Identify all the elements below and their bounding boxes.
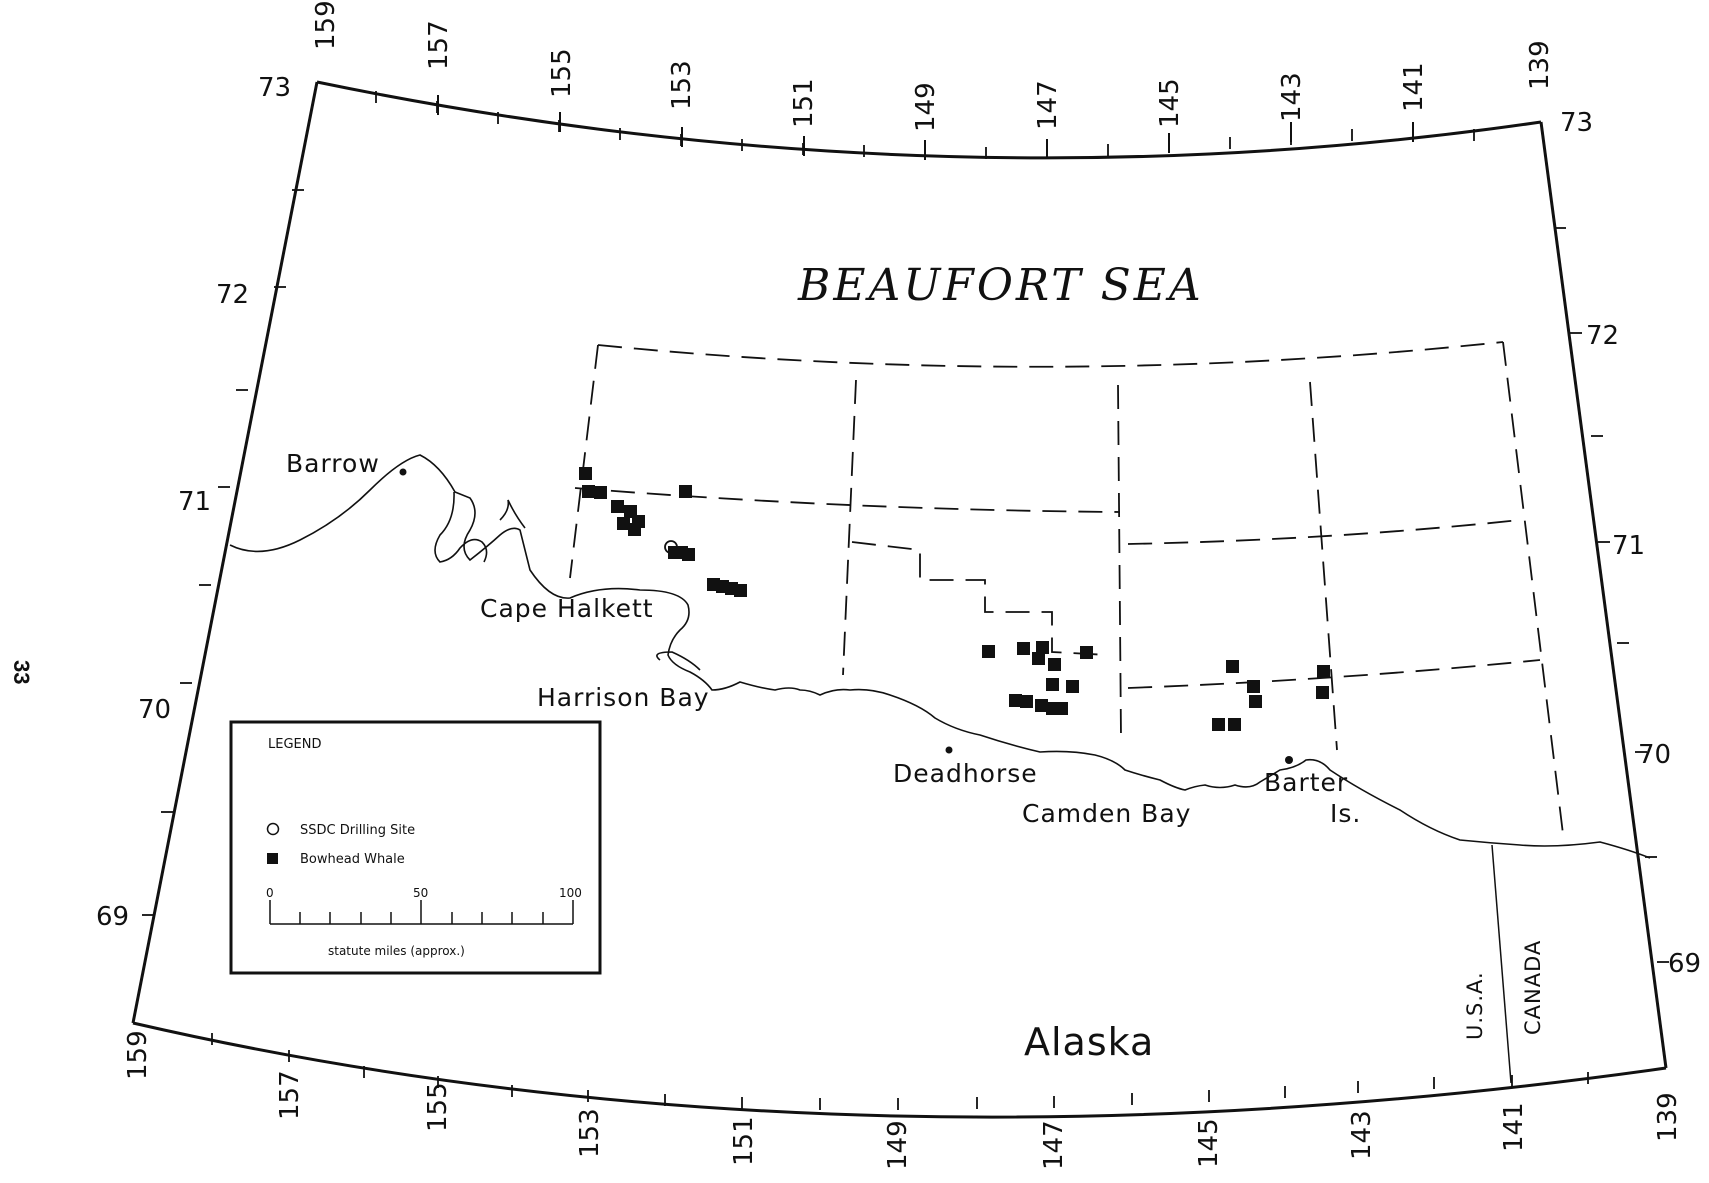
top-lon-label: 151 bbox=[789, 78, 819, 128]
bottom-lon-label: 155 bbox=[423, 1082, 453, 1132]
top-lon-label: 143 bbox=[1277, 72, 1307, 122]
bottom-lon-label: 141 bbox=[1499, 1102, 1529, 1152]
country-label-usa: U.S.A. bbox=[1463, 971, 1487, 1040]
top-longitude-labels: 159 157 155 153 151 149 147 145 143 141 … bbox=[311, 0, 1555, 132]
scale-tick-label: 0 bbox=[266, 886, 274, 900]
page-number: 33 bbox=[9, 660, 34, 684]
left-lat-label: 69 bbox=[96, 902, 129, 932]
top-lon-label: 149 bbox=[911, 82, 941, 132]
frame-left-edge bbox=[131, 81, 319, 1024]
legend-title: LEGEND bbox=[268, 737, 321, 752]
bottom-lon-label: 143 bbox=[1347, 1110, 1377, 1160]
deadhorse-dot bbox=[945, 746, 953, 754]
region-label-alaska: Alaska bbox=[1024, 1020, 1154, 1064]
place-label-barter-is: Is. bbox=[1330, 799, 1361, 828]
bottom-lon-label: 159 bbox=[123, 1030, 153, 1080]
place-label-barter: Barter bbox=[1264, 768, 1348, 797]
top-lon-label: 141 bbox=[1399, 62, 1429, 112]
us-canada-border bbox=[1491, 844, 1512, 1084]
right-lat-label: 69 bbox=[1668, 949, 1701, 979]
coastline bbox=[229, 454, 1651, 859]
left-latitude-labels: 73 72 71 70 69 bbox=[96, 73, 291, 932]
place-label-camden-bay: Camden Bay bbox=[1022, 799, 1191, 828]
top-lon-label: 155 bbox=[547, 48, 577, 98]
legend: LEGEND SSDC Drilling Site Bowhead Whale … bbox=[229, 720, 602, 975]
scale-tick-label: 50 bbox=[413, 886, 428, 900]
bottom-lon-label: 139 bbox=[1653, 1092, 1683, 1142]
bowhead-whale-sightings bbox=[579, 467, 1330, 731]
left-lat-label: 72 bbox=[216, 280, 249, 310]
map-frame bbox=[131, 80, 1668, 1119]
scale-caption: statute miles (approx.) bbox=[328, 944, 465, 958]
top-lon-label: 147 bbox=[1033, 80, 1063, 130]
barter-dot bbox=[1285, 756, 1293, 764]
top-lon-label: 159 bbox=[311, 0, 341, 50]
left-lat-label: 73 bbox=[258, 73, 291, 103]
bottom-lon-label: 149 bbox=[883, 1120, 913, 1170]
top-lon-label: 145 bbox=[1155, 78, 1185, 128]
right-lat-label: 72 bbox=[1586, 321, 1619, 351]
town-markers bbox=[399, 468, 1293, 764]
legend-open-circle-symbol bbox=[266, 822, 280, 836]
place-names: Barrow Cape Halkett Harrison Bay Deadhor… bbox=[286, 449, 1361, 828]
legend-item-label: Bowhead Whale bbox=[300, 852, 405, 867]
bottom-lon-label: 157 bbox=[275, 1070, 305, 1120]
legend-item-label: SSDC Drilling Site bbox=[300, 823, 415, 838]
left-lat-label: 71 bbox=[178, 487, 211, 517]
legend-filled-square-symbol bbox=[267, 853, 278, 864]
bottom-lon-label: 145 bbox=[1194, 1118, 1224, 1168]
bottom-lon-label: 147 bbox=[1039, 1120, 1069, 1170]
barrow-dot bbox=[399, 468, 407, 476]
sea-title: BEAUFORT SEA bbox=[797, 260, 1204, 311]
place-label-barrow: Barrow bbox=[286, 449, 380, 478]
country-label-canada: CANADA bbox=[1521, 940, 1545, 1035]
top-lon-label: 157 bbox=[424, 20, 454, 70]
lease-blocks bbox=[569, 341, 1564, 835]
frame-top-edge bbox=[316, 80, 1542, 160]
place-label-harrison-bay: Harrison Bay bbox=[537, 683, 710, 712]
frame-right-edge bbox=[1539, 121, 1668, 1069]
scale-bar bbox=[269, 900, 574, 925]
bottom-lon-label: 153 bbox=[575, 1108, 605, 1158]
top-major-ticks bbox=[437, 95, 1414, 160]
right-lat-label: 73 bbox=[1560, 108, 1593, 138]
right-latitude-labels: 73 72 71 70 69 bbox=[1560, 108, 1701, 979]
bottom-longitude-labels: 159 157 155 153 151 149 147 145 143 141 … bbox=[123, 1030, 1683, 1170]
place-label-deadhorse: Deadhorse bbox=[893, 759, 1038, 788]
right-lat-label: 71 bbox=[1612, 531, 1645, 561]
top-lon-label: 153 bbox=[667, 60, 697, 110]
legend-box bbox=[229, 720, 602, 975]
right-lat-label: 70 bbox=[1638, 740, 1671, 770]
left-lat-label: 70 bbox=[138, 695, 171, 725]
scale-tick-label: 100 bbox=[559, 886, 582, 900]
top-lon-label: 139 bbox=[1525, 40, 1555, 90]
frame-bottom-edge bbox=[132, 1021, 1667, 1119]
bottom-lon-label: 151 bbox=[729, 1116, 759, 1166]
place-label-cape-halkett: Cape Halkett bbox=[480, 594, 654, 623]
